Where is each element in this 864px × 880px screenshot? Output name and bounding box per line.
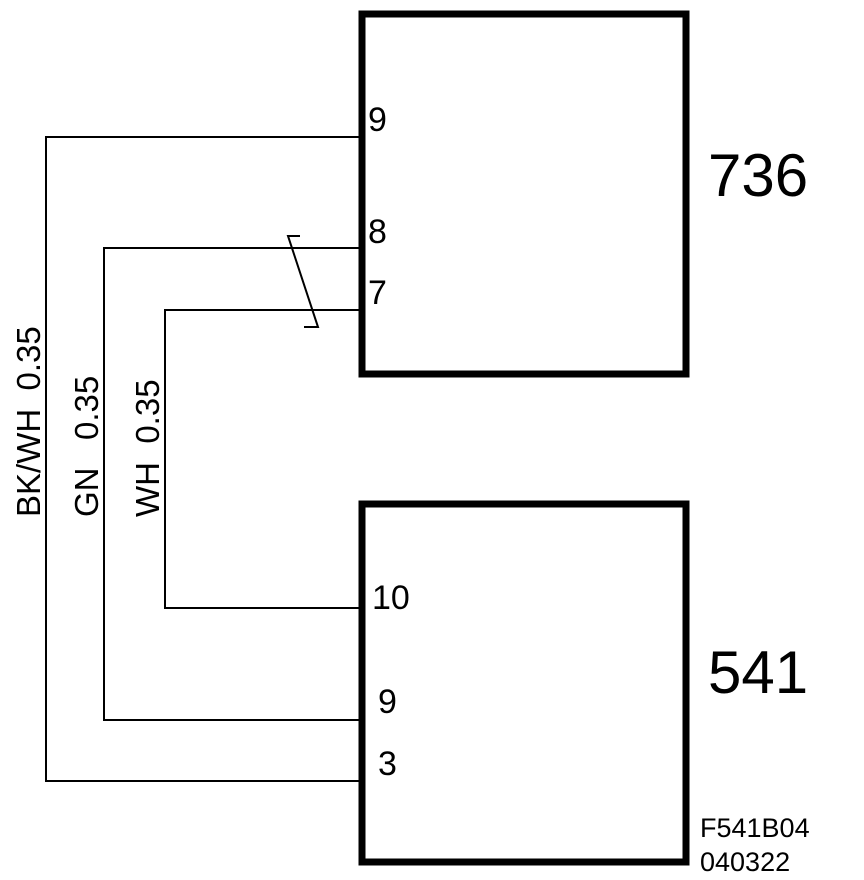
wire-label-bkwh: BK/WH 0.35 — [10, 326, 47, 517]
reference-code: F541B04 — [700, 813, 810, 843]
component-541-label: 541 — [708, 639, 808, 706]
wire-labels: BK/WH 0.35 GN 0.35 WH 0.35 — [10, 326, 166, 517]
component-736: 736 9 8 7 — [358, 10, 808, 378]
component-736-box — [358, 10, 690, 378]
reference-block: F541B04 040322 — [700, 813, 810, 877]
pin-label-736-7: 7 — [368, 274, 387, 312]
component-541: 541 10 9 3 — [358, 500, 808, 866]
wire-gn — [103, 247, 370, 721]
pin-label-736-9: 9 — [368, 101, 387, 139]
pin-label-541-9: 9 — [378, 683, 397, 721]
pin-label-541-10: 10 — [372, 579, 410, 617]
wire-bkwh — [45, 136, 370, 782]
wire-label-gn: GN 0.35 — [68, 376, 105, 517]
reference-date: 040322 — [700, 847, 790, 877]
component-736-label: 736 — [708, 142, 808, 209]
component-541-box — [358, 500, 690, 866]
pin-label-541-3: 3 — [378, 745, 397, 783]
pin-label-736-8: 8 — [368, 213, 387, 251]
wire-wh — [164, 309, 370, 609]
twisted-pair-marker — [286, 235, 320, 328]
wire-label-wh: WH 0.35 — [129, 379, 166, 517]
wires — [45, 136, 370, 782]
